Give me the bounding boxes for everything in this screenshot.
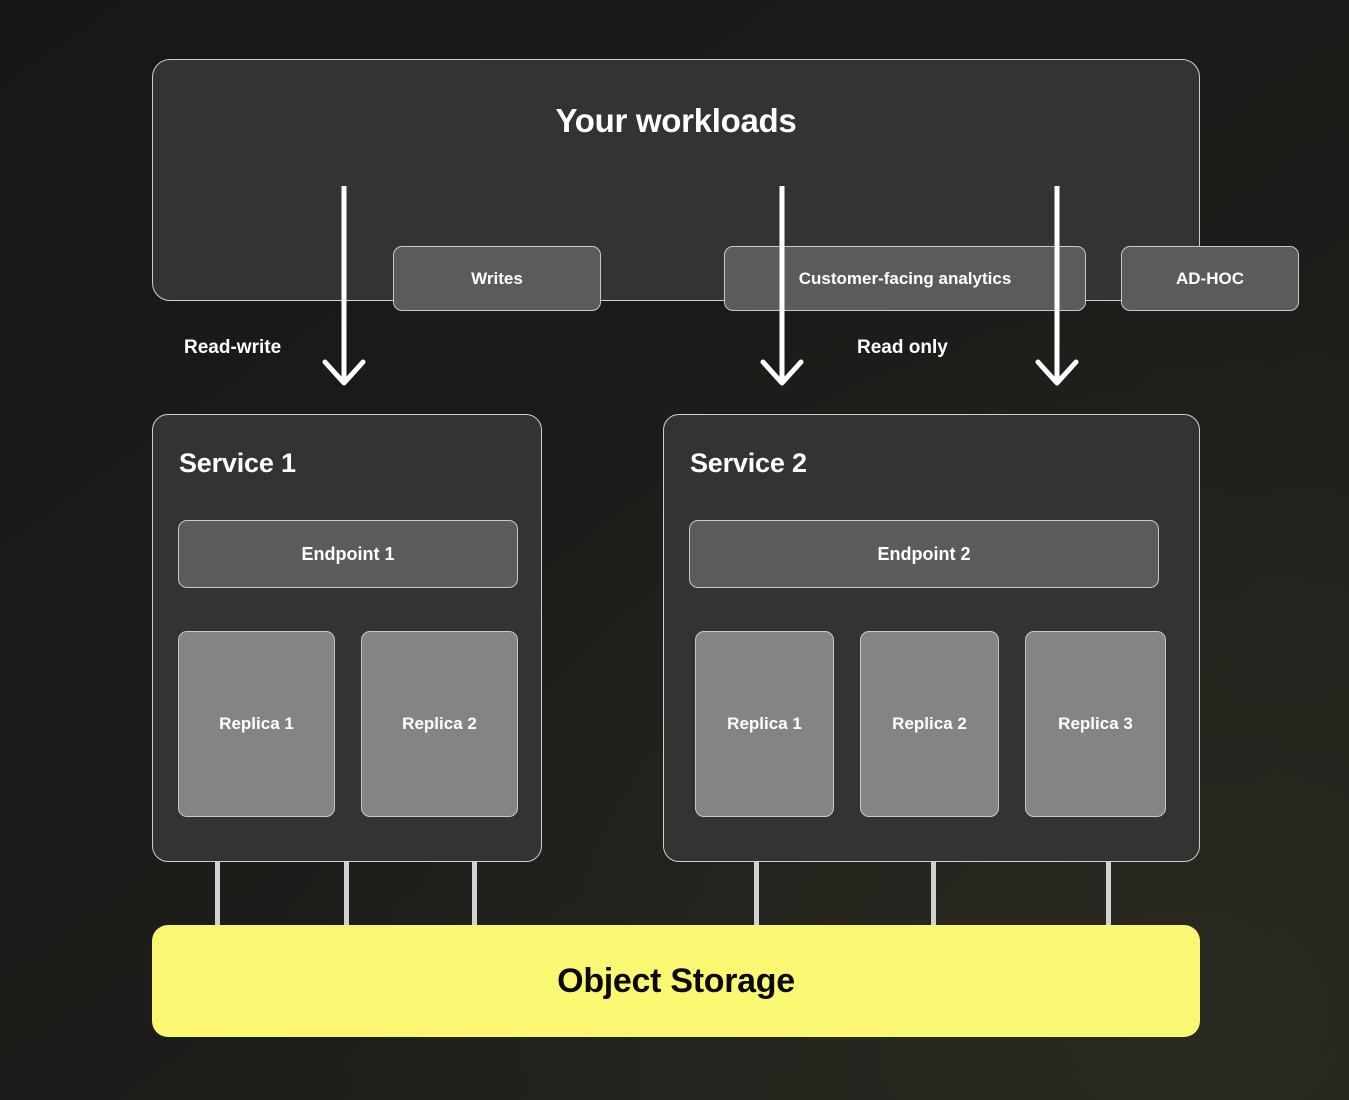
workloads-panel: Your workloads Writes Customer-facing an… — [152, 59, 1299, 311]
service-1-endpoint[interactable]: Endpoint 1 — [178, 520, 518, 588]
service-1-panel: Service 1 Endpoint 1 Replica 1 Replica 2 — [152, 414, 542, 862]
service-2-title: Service 2 — [690, 448, 807, 478]
connector-service1-storage-3 — [472, 861, 477, 927]
workload-chip-customer-facing-analytics[interactable]: Customer-facing analytics — [724, 246, 1086, 311]
workloads-title: Your workloads — [555, 102, 797, 139]
connector-service1-storage-1 — [215, 861, 220, 927]
connector-service2-storage-3 — [1106, 861, 1111, 927]
service-1-replica-1[interactable]: Replica 1 — [178, 631, 335, 817]
connector-service2-storage-1 — [754, 861, 759, 927]
service-1-title: Service 1 — [179, 448, 296, 478]
workload-chip-ad-hoc[interactable]: AD-HOC — [1121, 246, 1299, 311]
connector-service2-storage-2 — [931, 861, 936, 927]
connector-service1-storage-2 — [344, 861, 349, 927]
service-2-endpoint[interactable]: Endpoint 2 — [689, 520, 1159, 588]
service-1-replica-2[interactable]: Replica 2 — [361, 631, 518, 817]
edge-label-read-write: Read-write — [184, 337, 282, 358]
service-2-replica-1[interactable]: Replica 1 — [695, 631, 834, 817]
workload-chip-writes[interactable]: Writes — [393, 246, 601, 311]
edge-label-read-only: Read only — [857, 337, 948, 358]
service-2-panel: Service 2 Endpoint 2 Replica 1 Replica 2… — [663, 414, 1200, 862]
service-2-replica-3[interactable]: Replica 3 — [1025, 631, 1166, 817]
service-2-replica-2[interactable]: Replica 2 — [860, 631, 999, 817]
object-storage-panel: Object Storage — [152, 925, 1200, 1037]
